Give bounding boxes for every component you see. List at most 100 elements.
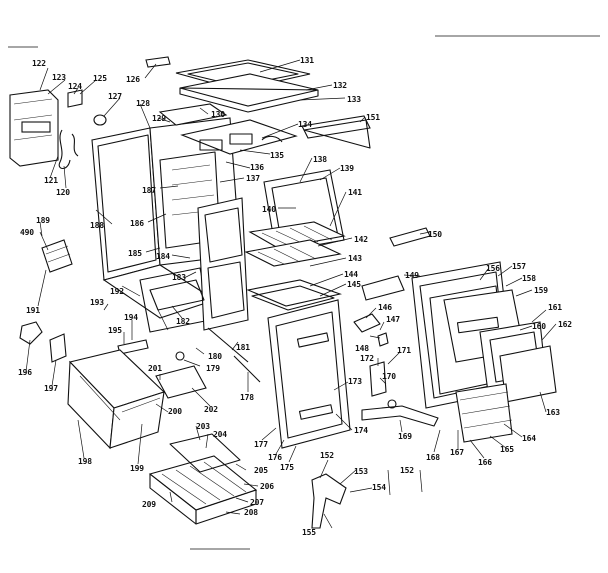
callout-161: 161 [548,303,562,312]
callout-201: 201 [148,364,162,373]
drawer-bracket-182-183 [149,279,205,311]
callout-184: 184 [156,252,170,261]
callout-169: 169 [398,432,412,441]
callout-180: 180 [208,352,222,361]
callout-127: 127 [108,92,122,101]
panel-164-165 [455,383,513,443]
callout-140: 140 [262,205,276,214]
callout-193: 193 [90,298,104,307]
callout-132: 132 [333,81,347,90]
callout-173: 173 [348,377,362,386]
callout-186: 186 [130,219,144,228]
hinge-169-172 [361,361,439,427]
callout-195: 195 [108,326,122,335]
callout-134: 134 [298,120,312,129]
drawer-198-200 [67,349,166,450]
callout-136: 136 [250,163,264,172]
callout-177: 177 [254,440,268,449]
callout-152: 152 [320,451,334,460]
callout-181: 181 [236,343,250,352]
callout-198: 198 [78,457,92,466]
bracket-150 [389,227,431,247]
callout-191: 191 [26,306,40,315]
callout-159: 159 [534,286,548,295]
callout-162: 162 [558,320,572,329]
callout-179: 179 [206,364,220,373]
broiler-144-145 [246,279,343,311]
callout-141: 141 [348,188,362,197]
callout-151: 151 [366,113,380,122]
callout-178: 178 [240,393,254,402]
callout-206: 206 [260,482,274,491]
callout-176: 176 [268,453,282,462]
knob-127 [93,114,107,126]
callout-138: 138 [313,155,327,164]
callout-172: 172 [360,354,374,363]
callout-171: 171 [397,346,411,355]
valve-146-148 [353,313,389,347]
oven-racks-141-142 [244,221,346,267]
callout-143: 143 [348,254,362,263]
switch-124 [67,89,83,108]
callout-197: 197 [44,384,58,393]
callout-182: 182 [176,317,190,326]
callout-155: 155 [302,528,316,537]
callout-204: 204 [213,430,227,439]
callout-203: 203 [196,422,210,431]
rods-178-181 [207,327,261,383]
callout-126: 126 [126,75,140,84]
part-179 [175,351,185,361]
callout-154: 154 [372,483,386,492]
plate-201-202 [155,365,207,399]
callout-150: 150 [428,230,442,239]
callout-175: 175 [280,463,294,472]
callout-122: 122 [32,59,46,68]
bracket-126 [145,56,171,68]
part-189-490 [41,239,73,273]
burner-box-130-134 [158,103,298,155]
callout-167: 167 [450,448,464,457]
callout-120: 120 [56,188,70,197]
callout-166: 166 [478,458,492,467]
callout-128: 128 [136,99,150,108]
callout-131: 131 [300,56,314,65]
callout-165: 165 [500,445,514,454]
callout-207: 207 [250,498,264,507]
callout-133: 133 [347,95,361,104]
callout-139: 139 [340,164,354,173]
parts-196-197 [19,321,67,363]
wire-120-121 [58,129,79,170]
igniter-149 [361,275,405,301]
callout-153: 153 [354,467,368,476]
bracket-152-155 [311,473,347,529]
callout-199: 199 [130,464,144,473]
callout-208: 208 [244,508,258,517]
callout-123: 123 [52,73,66,82]
callout-144: 144 [344,270,358,279]
callout-148: 148 [355,344,369,353]
callout-158: 158 [522,274,536,283]
callout-147: 147 [386,315,400,324]
callout-163: 163 [546,408,560,417]
callout-160: 160 [532,322,546,331]
callout-170: 170 [382,372,396,381]
callout-164: 164 [522,434,536,443]
side-panel-122 [9,89,59,167]
callout-192: 192 [110,287,124,296]
callout-145: 145 [347,280,361,289]
scan-marks [8,35,600,550]
callout-146: 146 [378,303,392,312]
callout-149: 149 [405,271,419,280]
callout-185: 185 [128,249,142,258]
leader-lines [25,59,557,529]
door-assembly-156-163 [411,261,557,409]
callout-196: 196 [18,368,32,377]
callout-152b: 152 [400,466,414,475]
callout-200: 200 [168,407,182,416]
callout-129: 129 [152,114,166,123]
door-frame-left [197,197,249,331]
callout-168: 168 [426,453,440,462]
callout-135: 135 [270,151,284,160]
